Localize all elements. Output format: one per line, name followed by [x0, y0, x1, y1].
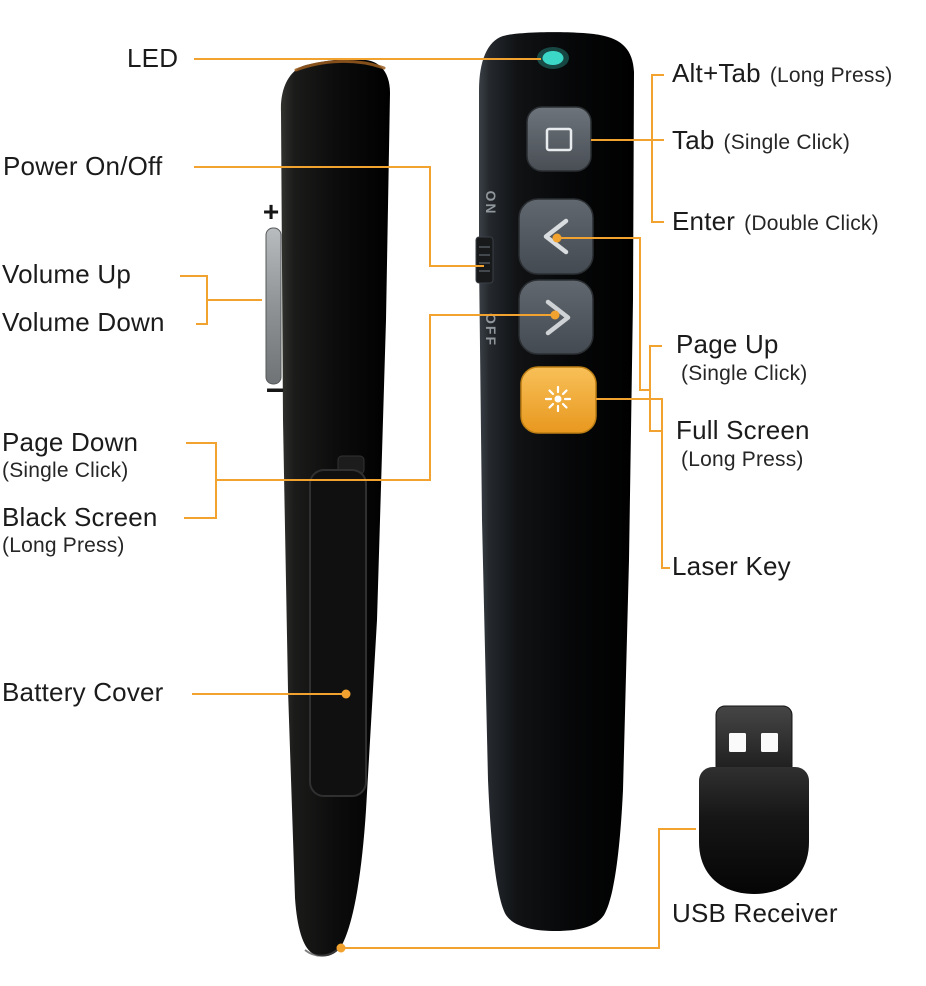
- remote-side-top-glint: [294, 60, 386, 72]
- switch-off-label: OFF: [483, 313, 499, 347]
- label-alt-tab-text: Alt+Tab: [672, 58, 761, 88]
- tab-button: [526, 106, 592, 172]
- usb-plug: [715, 705, 793, 770]
- volume-rocker: [265, 227, 282, 385]
- label-page-up: Page Up: [676, 329, 779, 359]
- laser-button: [520, 366, 597, 434]
- label-battery-cover: Battery Cover: [2, 677, 164, 707]
- label-enter-text: Enter: [672, 206, 736, 236]
- callout-pageup-pointer: [558, 237, 650, 391]
- power-switch-knob: [475, 236, 494, 284]
- callout-usb-storage-line: [341, 828, 696, 949]
- note-black-screen: (Long Press): [2, 534, 125, 557]
- label-page-down: Page Down: [2, 427, 139, 457]
- callout-laser-line: [596, 398, 670, 569]
- dot-page-down-button: [550, 310, 560, 320]
- callout-volume-bracket: [180, 275, 208, 325]
- laser-icon: [544, 385, 572, 413]
- usb-contact-left: [729, 733, 746, 752]
- page-up-arrow-icon: [543, 218, 569, 255]
- label-laser-key: Laser Key: [672, 551, 791, 581]
- battery-cover: [309, 469, 367, 797]
- led-indicator: [542, 51, 564, 65]
- note-tab: (Single Click): [723, 131, 851, 154]
- label-tab-text: Tab: [672, 125, 715, 155]
- label-led: LED: [127, 43, 179, 73]
- callout-dots: [336, 233, 562, 953]
- label-full-screen: Full Screen: [676, 415, 810, 445]
- volume-plus-symbol: +: [262, 196, 280, 227]
- power-switch: ON OFF: [475, 191, 499, 347]
- usb-receiver: [699, 705, 809, 894]
- callout-pagedown-pointer: [216, 314, 552, 481]
- dot-battery-cover: [341, 689, 351, 699]
- callout-lines: [180, 58, 696, 949]
- tab-icon: [545, 127, 573, 152]
- callout-pageup-bracket: [649, 345, 662, 432]
- dot-page-up-button: [552, 233, 562, 243]
- label-volume-down: Volume Down: [2, 307, 165, 337]
- label-usb-receiver: USB Receiver: [672, 898, 838, 928]
- label-volume-up: Volume Up: [2, 259, 131, 289]
- volume-minus-symbol: −: [265, 372, 285, 408]
- usb-contact-right: [761, 733, 778, 752]
- note-page-up: (Single Click): [681, 362, 808, 385]
- usb-body: [699, 767, 809, 894]
- callout-pagedown-bracket: [184, 442, 217, 519]
- remote-side-view: [265, 59, 390, 957]
- label-tab: Tab (Single Click): [672, 125, 851, 156]
- label-black-screen: Black Screen: [2, 502, 158, 532]
- page-down-arrow-icon: [545, 299, 571, 336]
- label-enter: Enter (Double Click): [672, 206, 879, 237]
- remote-front-view: ON OFF: [475, 32, 634, 931]
- callout-tab-bracket: [651, 74, 664, 223]
- callout-power-line: [194, 166, 484, 267]
- switch-on-label: ON: [483, 191, 499, 216]
- remote-front-body: [479, 32, 634, 931]
- dot-usb-storage: [336, 943, 346, 953]
- power-switch-ridges: [479, 246, 490, 272]
- note-alt-tab: (Long Press): [769, 64, 893, 87]
- label-alt-tab: Alt+Tab (Long Press): [672, 58, 893, 89]
- note-page-down: (Single Click): [2, 459, 129, 482]
- note-enter: (Double Click): [744, 212, 879, 235]
- label-power: Power On/Off: [3, 151, 163, 181]
- note-full-screen: (Long Press): [681, 448, 804, 471]
